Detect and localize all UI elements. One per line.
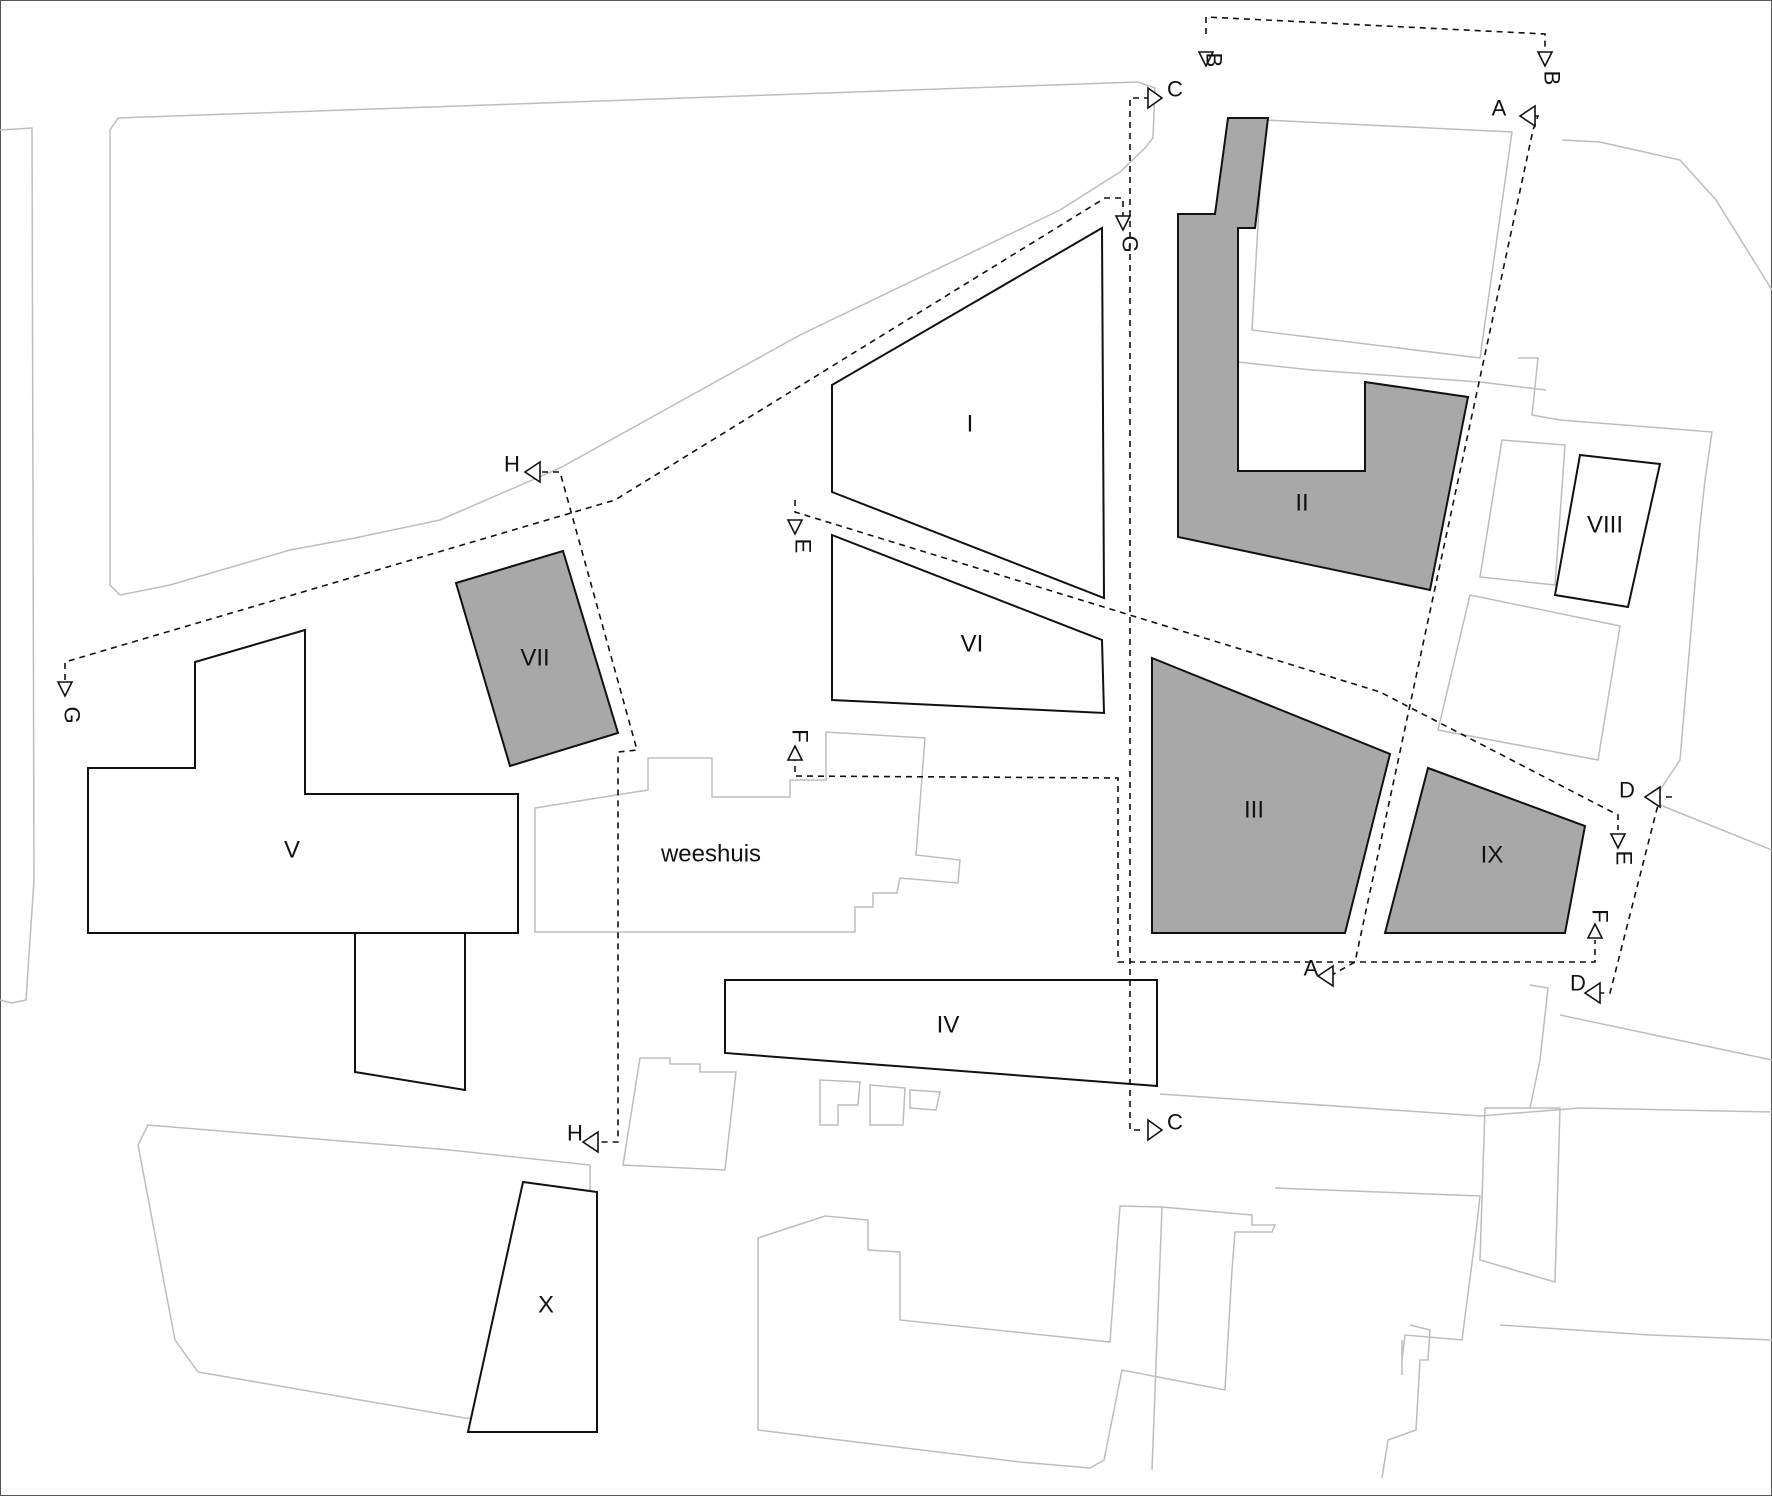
arrow-a-bottom	[1316, 964, 1334, 988]
section-label-d-top: D	[1619, 778, 1635, 803]
context-south-block-6	[1151, 1206, 1163, 1471]
section-label-a-bottom: A	[1304, 956, 1319, 981]
building-ii[interactable]	[1177, 117, 1470, 592]
labels: I II III IV V VI VII VIII IX X weeshuis	[284, 411, 1623, 1319]
context-south-road	[1159, 1093, 1772, 1117]
context-south-block-3	[1479, 1107, 1561, 1283]
building-iii[interactable]	[1151, 656, 1392, 934]
context-south-east-road	[1529, 984, 1772, 1109]
section-label-b-left: B	[1202, 53, 1227, 68]
section-label-f-right: F	[1588, 909, 1613, 922]
section-label-h-top: H	[504, 452, 520, 477]
section-label-d-bottom: D	[1570, 971, 1586, 996]
section-line-h	[542, 471, 639, 1143]
section-label-h-bottom: H	[567, 1121, 583, 1146]
context-south-block-4	[1499, 1324, 1772, 1341]
label-weeshuis: weeshuis	[660, 841, 761, 868]
section-letters: A A B B C C D D E E F F G G H H	[60, 53, 1637, 1146]
buildings	[87, 117, 1662, 1433]
building-iv[interactable]	[724, 979, 1158, 1088]
section-line-c	[1129, 97, 1150, 1131]
context-weeshuis-outline	[534, 731, 961, 933]
section-label-c-bottom: C	[1167, 1110, 1183, 1135]
section-label-e-left: E	[791, 539, 816, 554]
building-viii[interactable]	[1553, 453, 1662, 609]
context-east-road-b	[1659, 804, 1772, 851]
context-east-block	[1518, 357, 1713, 791]
context-north-block	[109, 81, 1156, 596]
label-building-viii: VIII	[1587, 512, 1623, 539]
context-south-block-5	[1381, 1324, 1431, 1479]
section-line-d	[1598, 796, 1672, 994]
context-sw-block	[137, 1124, 591, 1426]
context-left-strip	[0, 127, 35, 1004]
arrow-a-top	[1518, 104, 1536, 128]
section-label-c-top: C	[1167, 77, 1183, 102]
section-line-b	[1205, 16, 1546, 48]
building-x[interactable]	[466, 1180, 598, 1433]
arrow-b-right	[1536, 51, 1554, 68]
building-vi[interactable]	[831, 533, 1106, 715]
section-arrows	[56, 51, 1661, 1154]
context-sheds	[819, 1079, 941, 1126]
building-vii[interactable]	[454, 549, 620, 768]
context-plot-e	[1437, 594, 1621, 761]
section-label-g-top: G	[1118, 235, 1143, 252]
arrow-h-top	[523, 460, 541, 484]
building-i[interactable]	[831, 226, 1106, 600]
label-building-ix: IX	[1481, 842, 1504, 869]
label-building-i: I	[967, 411, 974, 438]
building-v[interactable]	[87, 628, 519, 1092]
label-building-vii: VII	[520, 645, 549, 672]
arrow-f-left	[786, 744, 804, 761]
section-line-g	[64, 197, 1124, 680]
label-building-iv: IV	[937, 1012, 960, 1039]
context-south-block-1	[757, 1205, 1277, 1469]
section-label-f-left: F	[788, 729, 813, 742]
label-building-v: V	[284, 837, 300, 864]
section-lines	[64, 16, 1672, 1143]
context-east-path	[1237, 361, 1547, 391]
arrow-h-bottom	[581, 1130, 599, 1154]
arrow-c-top	[1147, 86, 1164, 110]
context-outlines	[0, 81, 1772, 1479]
section-label-b-right: B	[1540, 71, 1565, 86]
context-south-block-2	[1274, 1187, 1481, 1375]
label-building-vi: VI	[961, 631, 984, 658]
context-small-blocks	[622, 1057, 737, 1171]
building-ix[interactable]	[1383, 766, 1587, 934]
label-building-iii: III	[1244, 797, 1264, 824]
section-line-a	[1329, 115, 1540, 977]
arrow-e-right	[1609, 833, 1627, 850]
arrow-d-bottom	[1583, 981, 1601, 1005]
arrow-g-left	[56, 681, 74, 698]
section-line-e	[794, 500, 1619, 830]
section-label-g-left: G	[60, 706, 85, 723]
arrow-f-right	[1586, 922, 1604, 939]
section-label-e-right: E	[1612, 851, 1637, 866]
context-east-road	[1561, 139, 1772, 291]
arrow-c-bottom	[1147, 1118, 1164, 1142]
arrow-g-top	[1114, 215, 1132, 232]
arrow-b-left	[1197, 51, 1215, 68]
label-building-x: X	[538, 1292, 554, 1319]
arrow-d-top	[1643, 785, 1661, 809]
context-plot-viii	[1479, 439, 1566, 586]
section-label-a-top: A	[1492, 96, 1507, 121]
arrow-e-left	[786, 519, 804, 536]
label-building-ii: II	[1295, 490, 1308, 517]
